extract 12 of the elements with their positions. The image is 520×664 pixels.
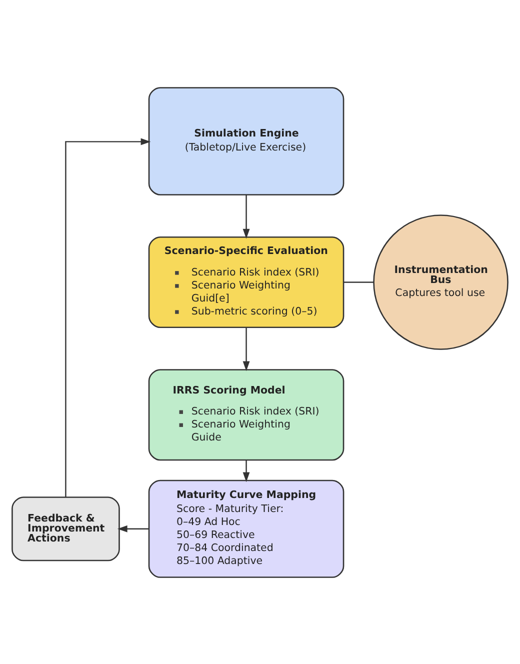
node-box: Feedback & Improvement Actions [12, 496, 120, 561]
arrow [242, 460, 250, 482]
node-box: Scenario-Specific Evaluation Scenario Risk index (SRI) Scenario Weighting Guid[e] Sub-metric scoring (0–5) [148, 236, 344, 328]
arrow [117, 524, 149, 532]
arrow [242, 194, 250, 238]
node-box: Simulation Engine (Tabletop/Live Exercise) [148, 86, 344, 195]
arrow [242, 327, 250, 371]
node-box: Maturity Curve Mapping Score - Maturity Tier: 0–49 Ad Hoc 50–69 Reactive 70–84 Coordinated 85–100 Adaptive [148, 479, 344, 578]
node-box: IRRS Scoring Model Scenario Risk index (SRI) Scenario Weighting Guide [148, 368, 344, 460]
connector [344, 281, 374, 282]
arrow [65, 138, 151, 497]
node-circle: Instrumentation Bus Captures tool use [373, 214, 508, 350]
